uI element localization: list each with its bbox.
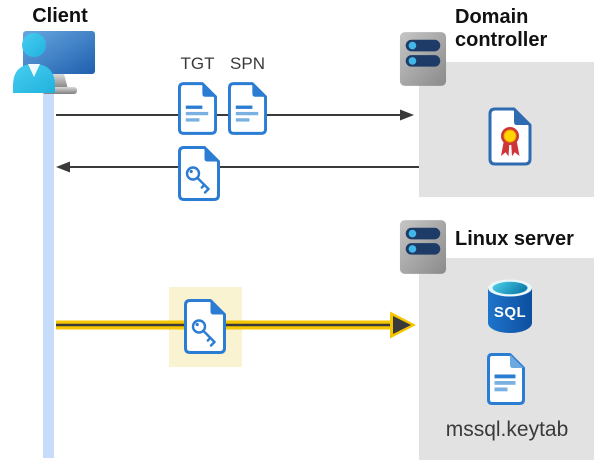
client-workstation-icon bbox=[13, 31, 95, 94]
tgt-document-icon bbox=[178, 82, 217, 135]
client-lifeline bbox=[43, 94, 54, 458]
service-ticket-key-icon bbox=[178, 146, 220, 201]
sql-database-icon: SQL bbox=[488, 279, 532, 333]
linux-server-label: Linux server bbox=[455, 228, 574, 250]
spn-document-icon bbox=[228, 82, 267, 135]
keytab-document-icon bbox=[487, 353, 525, 405]
certificate-icon bbox=[488, 107, 532, 166]
domain-controller-server-icon bbox=[399, 32, 447, 86]
ticket-response-arrow bbox=[56, 161, 419, 173]
client-label: Client bbox=[32, 5, 88, 27]
keytab-file-label: mssql.keytab bbox=[445, 418, 569, 441]
linux-server-icon bbox=[399, 220, 447, 274]
auth-ticket-key-icon bbox=[184, 299, 226, 354]
tgt-label: TGT bbox=[180, 54, 215, 73]
spn-label: SPN bbox=[230, 54, 265, 73]
sql-icon-text: SQL bbox=[494, 304, 526, 321]
domain-controller-label: Domain controller bbox=[455, 6, 548, 51]
sql-auth-arrow bbox=[56, 311, 416, 339]
